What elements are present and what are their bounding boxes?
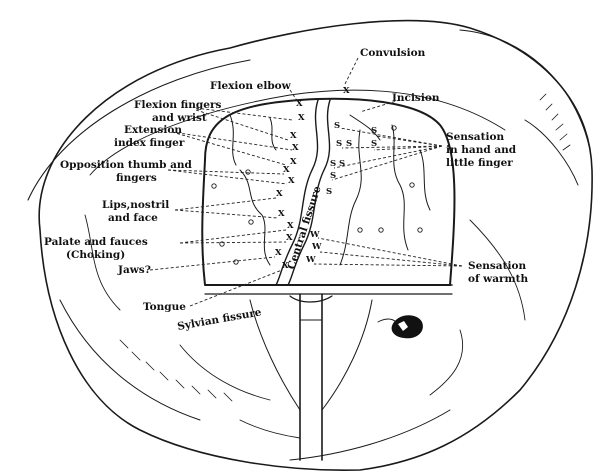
motor-point: X <box>278 209 285 219</box>
label-extension-index: Extension <box>124 124 182 136</box>
label-jaws: Jaws? <box>117 264 151 276</box>
motor-point: X <box>290 157 297 167</box>
sensory-point: S <box>339 159 345 169</box>
motor-point: X <box>286 233 293 243</box>
label-lips-nostril-2: and face <box>108 212 158 224</box>
sensory-markers: S S S S S S S S S <box>326 121 377 197</box>
warmth-point: W <box>311 242 322 252</box>
label-incision: Incision <box>392 92 440 104</box>
label-opposition-thumb: Opposition thumb and <box>60 159 193 171</box>
sensory-point: S <box>330 159 336 169</box>
label-sensation-hand-2: in hand and <box>446 144 517 156</box>
label-extension-index-2: index finger <box>114 137 185 149</box>
motor-point: X <box>343 86 350 96</box>
label-sensation-hand-3: little finger <box>446 157 513 169</box>
label-lips-nostril: Lips,nostril <box>102 199 169 211</box>
motor-point: X <box>288 176 295 186</box>
lesion-blot <box>378 315 423 338</box>
motor-point: X <box>290 131 297 141</box>
sensory-point: S <box>330 171 336 181</box>
label-palate-fauces: Palate and fauces <box>44 236 148 248</box>
label-flexion-fingers: Flexion fingers <box>134 99 221 111</box>
sensory-point: S <box>371 126 377 136</box>
label-opposition-thumb-2: fingers <box>116 172 157 184</box>
motor-point: X <box>276 189 283 199</box>
label-sylvian-fissure: Sylvian fissure <box>176 306 262 333</box>
motor-point: X <box>298 113 305 123</box>
label-flexion-elbow: Flexion elbow <box>210 80 292 92</box>
label-sensation-warmth: Sensation <box>468 260 526 272</box>
label-palate-fauces-2: (Choking) <box>66 249 125 261</box>
label-convulsion: Convulsion <box>360 47 426 59</box>
label-sensation-warmth-2: of warmth <box>468 273 529 285</box>
lower-structure <box>250 294 372 460</box>
motor-point: X <box>283 165 290 175</box>
warmth-point: W <box>305 255 316 265</box>
annotation-labels: Convulsion Flexion elbow Incision Flexio… <box>44 47 529 333</box>
label-tongue: Tongue <box>143 301 186 313</box>
label-flexion-fingers-2: and wrist <box>152 112 207 124</box>
label-sensation-hand: Sensation <box>446 131 504 143</box>
motor-point: X <box>287 221 294 231</box>
sensory-point: S <box>336 139 342 149</box>
motor-point: X <box>292 143 299 153</box>
sensory-point: S <box>334 121 340 131</box>
motor-point: X <box>275 248 282 258</box>
sensory-point: S <box>326 187 332 197</box>
